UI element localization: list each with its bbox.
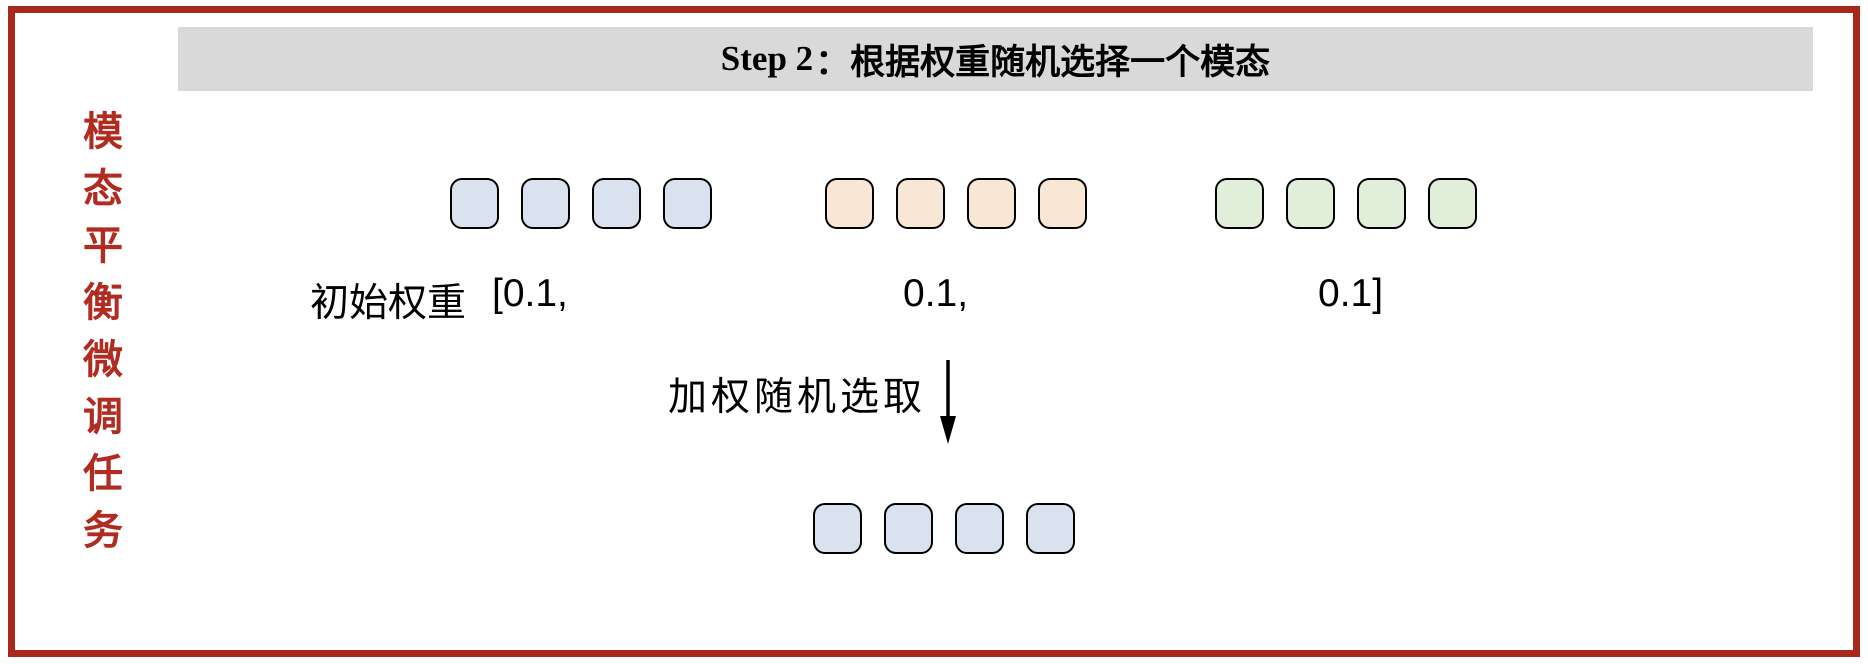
weight-value-2: 0.1, — [903, 272, 969, 315]
modality-group-orange — [825, 178, 1087, 229]
modality-token — [884, 503, 933, 554]
weight-value-3: 0.1] — [1318, 272, 1384, 315]
modality-token — [450, 178, 499, 229]
modality-token — [1038, 178, 1087, 229]
modality-group-blue — [450, 178, 712, 229]
weight-value-1: [0.1, — [492, 272, 568, 315]
modality-token — [1215, 178, 1264, 229]
modality-token — [1026, 503, 1075, 554]
modality-token — [1428, 178, 1477, 229]
modality-token — [521, 178, 570, 229]
modality-token — [592, 178, 641, 229]
down-arrow-icon — [940, 360, 956, 444]
modality-group-green — [1215, 178, 1477, 229]
modality-token — [1286, 178, 1335, 229]
step-number-label: Step 2 — [720, 39, 814, 78]
initial-weights-label: 初始权重 — [310, 282, 467, 325]
red-border-frame — [8, 6, 1860, 657]
modality-token — [663, 178, 712, 229]
selected-modality-group — [813, 503, 1075, 554]
step-header: Step 2：根据权重随机选择一个模态 — [178, 27, 1813, 91]
modality-token — [967, 178, 1016, 229]
modality-token — [825, 178, 874, 229]
step-title-text: ：根据权重随机选择一个模态 — [815, 42, 1271, 82]
modality-token — [955, 503, 1004, 554]
modality-token — [1357, 178, 1406, 229]
weighted-random-selection-label: 加权随机选取 — [668, 376, 927, 419]
modality-token — [896, 178, 945, 229]
modality-token — [813, 503, 862, 554]
task-vertical-label: 模态平衡微调任务 — [77, 110, 121, 566]
